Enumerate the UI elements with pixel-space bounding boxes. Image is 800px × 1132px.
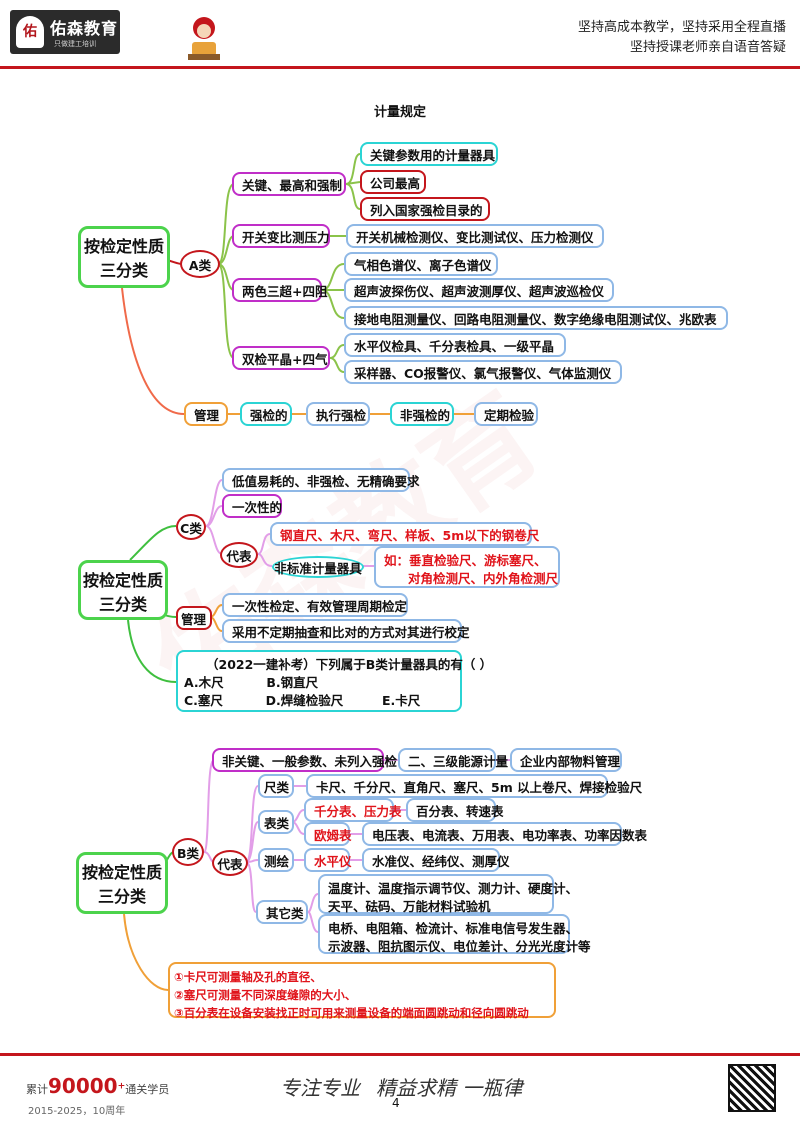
c-rep-examples-line-2: 对角检测尺、内外角检测尺 [408,571,559,586]
b-meter-node: 表类 [258,810,294,834]
b-other-item-1-line-2: 天平、砝码、万能材料试验机 [328,899,491,914]
b-survey-node: 测绘 [258,848,294,872]
a-cat-switch: 开关变比测压力 [232,224,330,248]
header-divider [0,66,800,69]
b-ruler-items: 卡尺、千分尺、直角尺、塞尺、5m 以上卷尺、焊接检验尺 [306,774,642,798]
a-colors-item-3: 接地电阻测量仪、回路电阻测量仪、数字绝缘电阻测试仪、兆欧表 [344,306,728,330]
c-exam-option-b: B.钢直尺 [266,675,319,690]
c-exam-question-stem: （2022一建补考）下列属于B类计量器具的有（ ） [206,657,493,672]
qr-code-icon [728,1064,776,1112]
brand-seal-icon: 佑 [16,16,44,48]
b-def: 非关键、一般参数、未列入强检 [212,748,397,772]
c-manage-item-2: 采用不定期抽查和比对的方式对其进行校定 [222,619,470,643]
b-def-3: 企业内部物料管理 [510,748,622,772]
a-colors-item-2: 超声波探伤仪、超声波测厚仪、超声波巡检仪 [344,278,614,302]
slogan-line-2: 坚持授课老师亲自语音答疑 [629,40,786,55]
b-meter-item-1: 百分表、转速表 [406,798,504,822]
c-rep-examples-line-1: 如：垂直检验尺、游标塞尺、 [384,553,547,568]
b-meter-red-2: 欧姆表 [304,822,352,846]
a-critical-item-3: 列入国家强检目录的 [360,197,490,221]
b-notes: ①卡尺可测量轴及孔的直径、 ②塞尺可测量不同深度缝隙的大小、 ③百分表在设备安装… [168,962,556,1020]
c-exam-question: （2022一建补考）下列属于B类计量器具的有（ ） A.木尺 B.钢直尺 C.塞… [176,650,493,712]
brand-logo: 佑 佑森教育 只做建工培训 [10,10,120,54]
c-exam-options-line-1: A.木尺 B.钢直尺 [184,674,452,692]
class-a-node: A类 [180,250,220,278]
c-exam-option-e: E.卡尺 [382,693,421,708]
c-def-item-2: 一次性的 [222,494,282,518]
a-manage-step-1: 强检的 [240,402,292,426]
a-level-item-2: 采样器、CO报警仪、氯气报警仪、气体监测仪 [344,360,622,384]
c-def-item-1: 低值易耗的、非强检、无精确要求 [222,468,420,492]
b-other-item-1: 温度计、温度指示调节仪、测力计、硬度计、 天平、砝码、万能材料试验机 [318,874,579,914]
a-cat-colors: 两色三超+四阻 [232,278,327,302]
a-critical-item-1: 关键参数用的计量器具 [360,142,498,166]
b-ruler-node: 尺类 [258,774,294,798]
b-survey-red: 水平仪 [304,848,352,872]
b-other-item-2: 电桥、电阻箱、检流计、标准电信号发生器、 示波器、阻抗图示仪、电位差计、分光光度… [318,914,591,954]
b-note-2: ②塞尺可测量不同深度缝隙的大小、 [174,988,357,1002]
footer-count: 累计90000+通关学员 [26,1074,169,1098]
footer-count-suffix: 通关学员 [125,1083,170,1096]
b-meter-red-1: 千分表、压力表 [304,798,402,822]
b-other-item-2-line-2: 示波器、阻抗图示仪、电位差计、分光光度计等 [328,939,591,954]
mascot-icon [188,17,220,60]
a-cat-critical: 关键、最高和强制 [232,172,346,196]
root-a-label: 按检定性质三分类 [83,237,164,280]
b-survey-item: 水准仪、经纬仪、测厚仪 [362,848,510,872]
footer-motto-1: 专注专业 [280,1076,360,1100]
footer-years: 2015-2025，10周年 [28,1106,126,1117]
c-manage-node: 管理 [176,606,212,630]
b-meter-item-2: 电压表、电流表、万用表、电功率表、功率因数表 [362,822,647,846]
b-other-item-1-line-1: 温度计、温度指示调节仪、测力计、硬度计、 [328,881,579,896]
c-exam-option-a: A.木尺 [184,675,224,690]
c-rep-item-2: 非标准计量器具 [272,556,364,578]
page-number: 4 [392,1096,400,1110]
a-manage-node: 管理 [184,402,228,426]
a-manage-step-3: 非强检的 [390,402,454,426]
class-b-node: B类 [172,838,204,866]
footer-motto-2: 精益求精 一瓶律 [376,1076,523,1100]
a-level-item-1: 水平仪检具、千分表检具、一级平晶 [344,333,566,357]
class-c-node: C类 [176,514,206,540]
b-def-2: 二、三级能源计量 [398,748,508,772]
b-other-node: 其它类 [256,900,308,924]
b-rep-node: 代表 [212,850,248,876]
footer-count-prefix: 累计 [26,1083,48,1096]
root-b-label: 按检定性质三分类 [81,863,162,906]
a-colors-item-1: 气相色谱仪、离子色谱仪 [344,252,498,276]
root-b-classification: 按检定性质三分类 [76,852,168,914]
c-exam-options-line-2: C.塞尺 D.焊缝检验尺 E.卡尺 [184,692,452,710]
brand-subtitle: 只做建工培训 [54,40,96,48]
page-title: 计量规定 [373,105,426,120]
b-note-3: ③百分表在设备安装找正时可用来测量设备的端面圆跳动和径向圆跳动 [174,1006,529,1020]
brand-name: 佑森教育 [50,19,119,38]
root-c-label: 按检定性质三分类 [82,571,163,614]
a-manage-step-4: 定期检验 [474,402,538,426]
a-critical-item-2: 公司最高 [360,170,426,194]
c-manage-item-1: 一次性检定、有效管理周期检定 [222,593,408,617]
c-rep-node: 代表 [220,542,258,568]
c-exam-option-c: C.塞尺 [184,693,223,708]
a-manage-step-2: 执行强检 [306,402,370,426]
c-rep-examples: 如：垂直检验尺、游标塞尺、 对角检测尺、内外角检测尺 [374,546,560,588]
c-rep-item-1: 钢直尺、木尺、弯尺、样板、5m以下的钢卷尺 [270,522,539,546]
b-other-item-2-line-1: 电桥、电阻箱、检流计、标准电信号发生器、 [328,921,579,936]
footer-count-plus: + [117,1080,126,1092]
root-a-classification: 按检定性质三分类 [78,226,170,288]
c-exam-option-d: D.焊缝检验尺 [265,693,344,708]
footer-divider [0,1053,800,1056]
b-note-1: ①卡尺可测量轴及孔的直径、 [174,970,322,984]
a-switch-item: 开关机械检测仪、变比测试仪、压力检测仪 [346,224,604,248]
slogan-line-1: 坚持高成本教学，坚持采用全程直播 [577,20,786,35]
footer-count-value: 90000 [48,1074,118,1098]
root-c-classification: 按检定性质三分类 [78,560,168,620]
a-cat-level: 双检平晶+四气 [232,346,330,370]
